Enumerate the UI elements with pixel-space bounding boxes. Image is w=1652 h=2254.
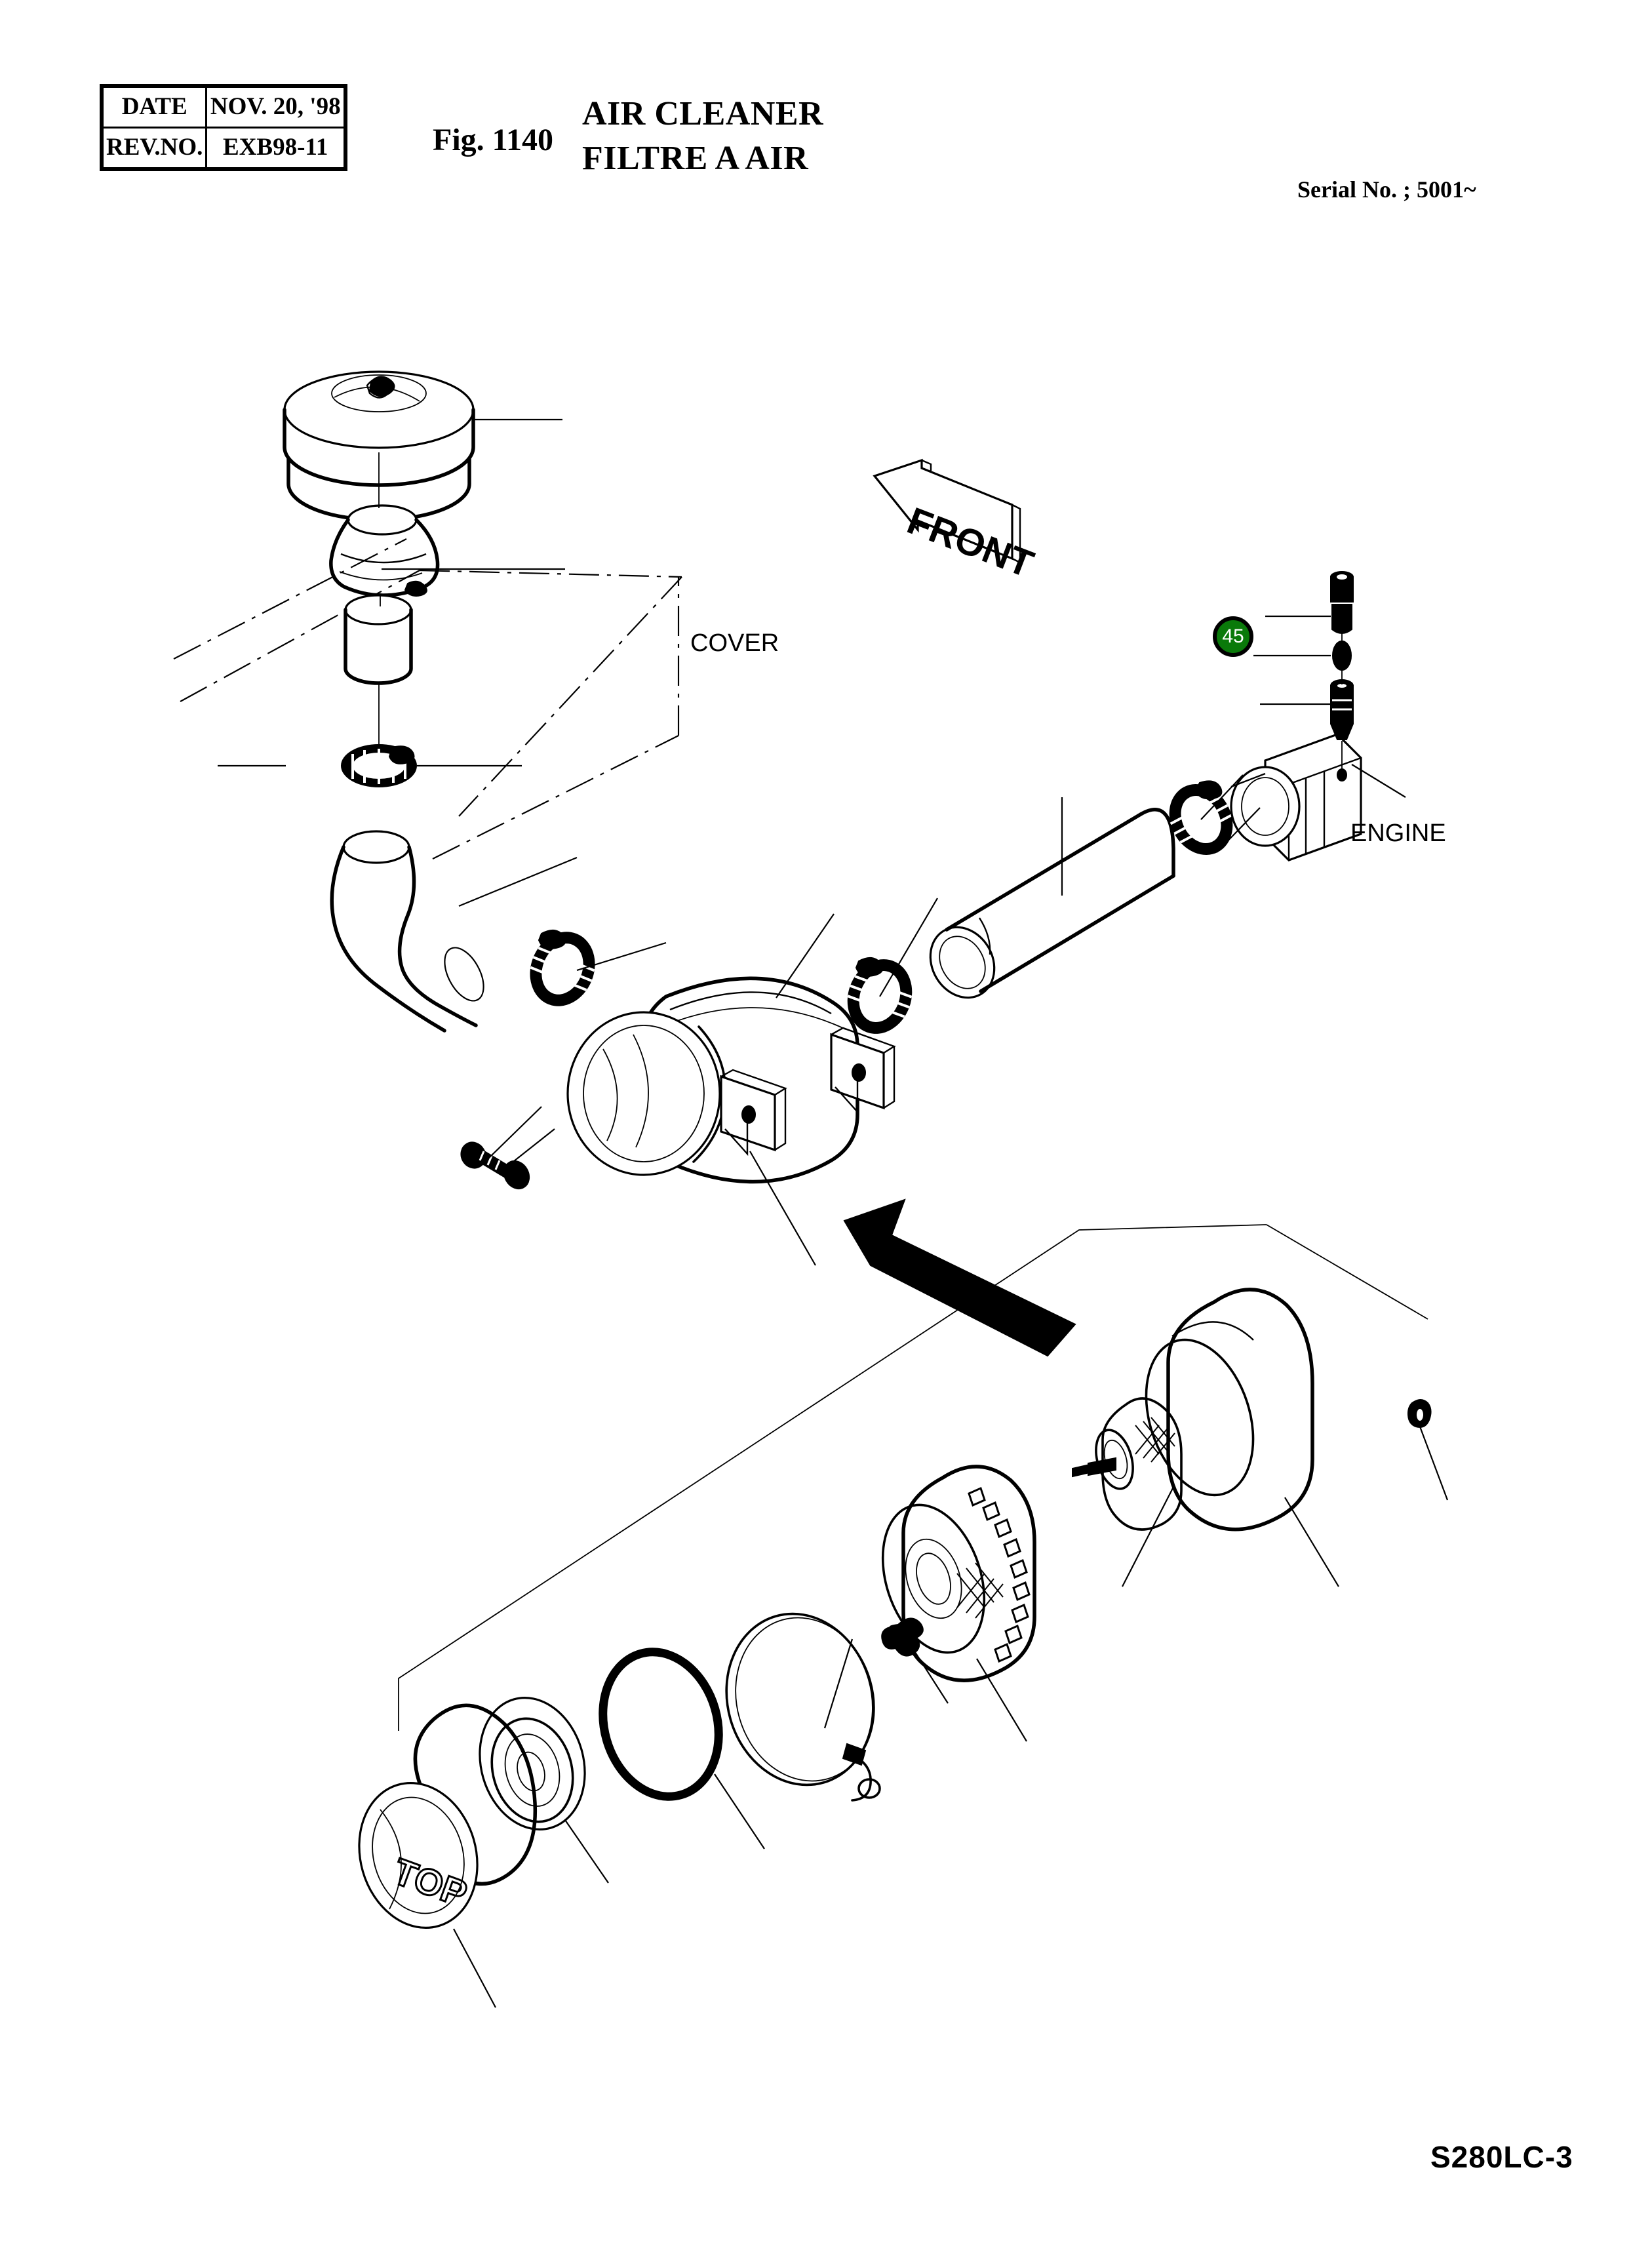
leader-lines <box>218 418 1449 2008</box>
front-direction-arrow: FRONT <box>873 458 1039 586</box>
revision-info-table: DATE NOV. 20, '98 REV.NO. EXB98-11 <box>100 84 347 171</box>
air-cleaner-housing-main <box>566 976 896 1184</box>
detail-view-pointer-arrow <box>843 1198 1076 1357</box>
housing-bolt <box>460 1141 530 1190</box>
serial-number-note: Serial No. ; 5001~ <box>1297 176 1476 203</box>
vacuum-indicator-assembly <box>1330 571 1354 781</box>
revision-value: EXB98-11 <box>205 127 347 170</box>
detail-end-cap: TOP <box>358 1703 538 1929</box>
detail-baffle-disc <box>479 1697 586 1830</box>
outlet-hose <box>929 808 1175 999</box>
detail-safety-element <box>1072 1397 1183 1531</box>
date-value: NOV. 20, '98 <box>205 85 347 129</box>
precleaner-inlet-tube <box>344 594 413 685</box>
model-code-footer: S280LC-3 <box>1430 2140 1573 2174</box>
title-french: FILTRE A AIR <box>582 139 809 177</box>
detail-housing-shell <box>1145 1288 1314 1532</box>
page-title: AIR CLEANER FILTRE A AIR <box>582 92 823 180</box>
precleaner-boot <box>329 504 440 597</box>
callout-badge-45[interactable]: 45 <box>1213 616 1253 657</box>
table-row-date: DATE NOV. 20, '98 <box>100 85 347 129</box>
inlet-hose <box>330 830 484 1033</box>
hose-clamp-upper-left <box>341 744 417 787</box>
figure-number: Fig. 1140 <box>433 123 554 157</box>
detail-o-ring-gasket <box>599 1648 723 1801</box>
detail-primary-filter-element <box>881 1465 1036 1682</box>
engine-label: ENGINE <box>1350 820 1446 847</box>
table-row-revision: REV.NO. EXB98-11 <box>100 127 347 170</box>
hose-clamp-lower-left <box>530 929 595 1006</box>
mesh-hatch-safety <box>1135 1417 1175 1463</box>
detail-band-clamp <box>725 1612 924 1802</box>
dust-ejector-valve <box>1407 1399 1432 1428</box>
cover-label: COVER <box>690 629 779 657</box>
revision-label: REV.NO. <box>100 127 208 170</box>
detail-view-boundary <box>398 1224 1428 1731</box>
title-english: AIR CLEANER <box>582 95 824 132</box>
engine-intake-flange <box>1230 733 1362 861</box>
filter-pleat-teeth <box>968 1486 1031 1663</box>
cover-boundary-chain-line <box>173 538 682 860</box>
date-label: DATE <box>100 85 208 129</box>
mesh-hatch-primary <box>956 1562 1004 1619</box>
